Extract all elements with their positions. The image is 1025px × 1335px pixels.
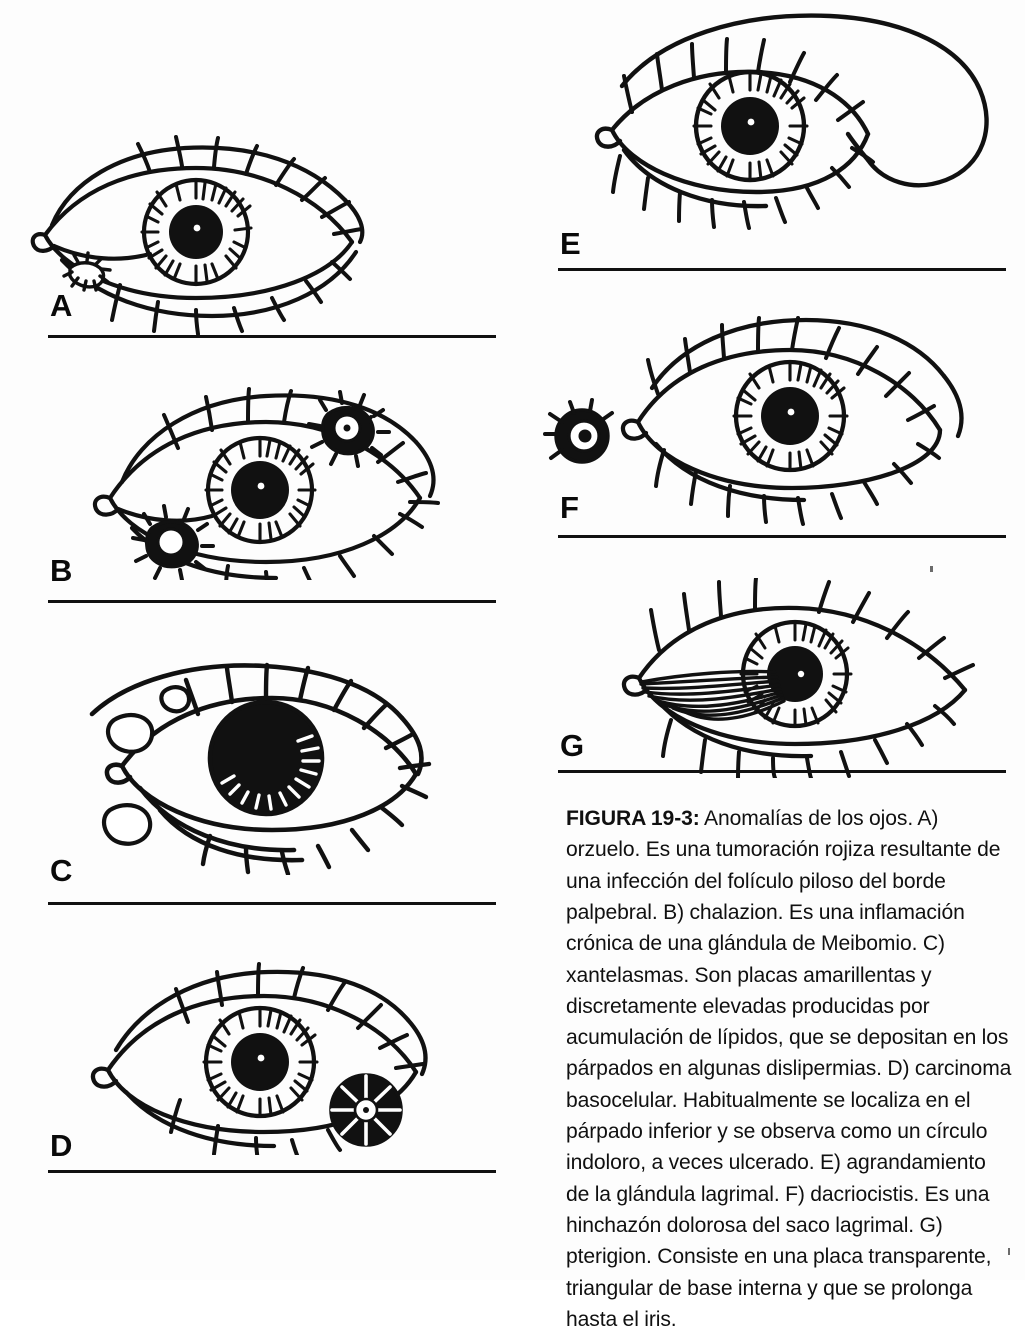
panel-f: F [520, 300, 1025, 560]
panel-divider-e [558, 268, 1006, 271]
panel-divider-f [558, 535, 1006, 538]
panel-label-e: E [560, 226, 582, 261]
panel-label-c: C [50, 853, 73, 888]
scan-speck [1008, 1248, 1010, 1255]
scan-speck [930, 566, 933, 572]
panel-e-illustration [590, 8, 1010, 248]
panel-divider-a [48, 335, 496, 338]
panel-a: A [0, 120, 520, 350]
panel-label-d: D [50, 1128, 73, 1163]
panel-label-b: B [50, 553, 73, 588]
panel-g-illustration [615, 578, 1005, 778]
panel-a-illustration [0, 120, 420, 335]
panel-label-f: F [560, 490, 580, 525]
panel-b-illustration [60, 370, 460, 580]
panel-c: C [0, 640, 520, 910]
panel-g: G [520, 570, 1025, 780]
panel-d-illustration [60, 950, 460, 1155]
panel-label-a: A [50, 288, 73, 323]
panel-b: B [0, 370, 520, 620]
panel-divider-c [48, 902, 496, 905]
figure-column-left: A [0, 0, 520, 1280]
figure-column-right: E [520, 0, 1025, 1280]
panel-divider-b [48, 600, 496, 603]
panel-label-g: G [560, 728, 585, 763]
panel-d: D [0, 950, 520, 1190]
figure-caption: FIGURA 19-3: Anomalías de los ojos. A) o… [566, 803, 1012, 1335]
figure-caption-body: Anomalías de los ojos. A) orzuelo. Es un… [566, 807, 1012, 1331]
panel-c-illustration [60, 640, 460, 875]
panel-f-illustration [540, 310, 1010, 530]
panel-e: E [520, 0, 1025, 290]
panel-divider-d [48, 1170, 496, 1173]
figure-number: FIGURA 19-3: [566, 807, 700, 831]
panel-divider-g [558, 770, 1006, 773]
